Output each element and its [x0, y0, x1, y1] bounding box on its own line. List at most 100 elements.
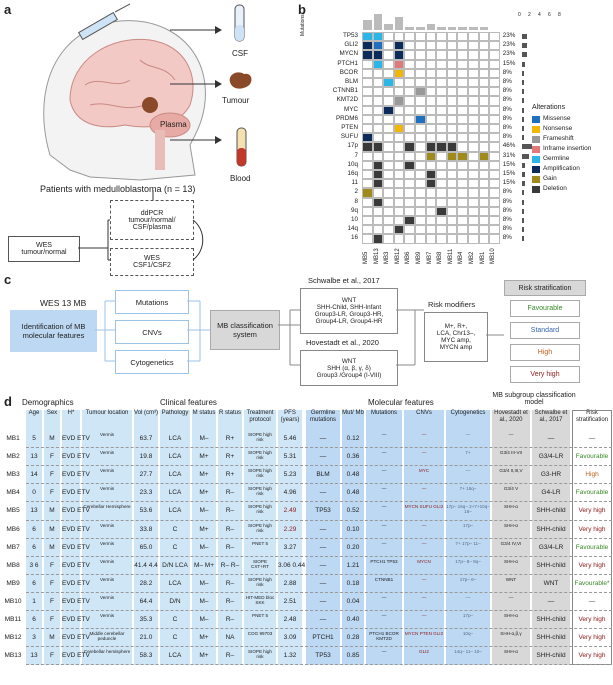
alteration-cell — [362, 41, 373, 51]
grid-cell — [468, 50, 479, 60]
grid-cell — [415, 160, 426, 170]
table-cell: C — [172, 525, 178, 533]
mutation-count-bar — [405, 26, 414, 30]
grid-cell — [436, 160, 447, 170]
table-cell: — — [588, 597, 596, 605]
grid-cell — [372, 206, 384, 216]
column-header: Germline mutations — [309, 410, 336, 423]
grid-cell — [457, 170, 468, 180]
table-cell: SIOPE high risk — [247, 432, 272, 442]
row-divider — [26, 628, 612, 630]
grid-cell — [393, 170, 405, 180]
column-header: Vol (cm³) — [134, 410, 158, 416]
grid-cell — [383, 124, 394, 134]
grid-cell — [383, 50, 394, 60]
grid-cell — [457, 188, 468, 198]
percent-label: 8% — [502, 78, 512, 85]
alteration-cell — [478, 151, 490, 161]
table-cell: — — [421, 576, 427, 582]
table-cell: MYCN — [417, 558, 431, 564]
table-cell: SHH-child — [536, 561, 566, 569]
grid-cell — [415, 124, 426, 134]
percent-label: 8% — [502, 216, 512, 223]
table-cell: LCA — [168, 652, 182, 660]
table-cell: 0.28 — [346, 634, 360, 642]
table-cell: Very high — [578, 616, 606, 623]
table-cell: SIOPE high risk — [247, 450, 272, 461]
table-cell: SHH-child — [536, 525, 566, 533]
table-cell: Very high — [578, 561, 606, 569]
grid-cell — [425, 197, 437, 207]
table-cell: M– — [199, 597, 209, 605]
table-cell: 7+ 17p– 11– — [455, 540, 481, 546]
table-cell: EVD ETV — [62, 597, 90, 605]
grid-cell — [383, 114, 394, 124]
alteration-cell — [372, 160, 384, 170]
cnvs-box: CNVs — [115, 320, 189, 344]
table-cell: 0 — [32, 489, 36, 497]
table-cell: 2.29 — [283, 525, 297, 533]
gene-label: BLM — [345, 78, 358, 85]
grid-cell — [478, 179, 490, 189]
frequency-bar — [521, 181, 526, 187]
table-cell: LCA — [168, 435, 182, 442]
table-cell: EVD ETV — [62, 652, 90, 660]
gene-label: 7 — [354, 151, 358, 159]
sample-label: MB11 — [447, 248, 454, 264]
wes-csf-box: WES CSF1/CSF2 — [110, 248, 194, 276]
table-cell: MYCN PTEN GLI2 — [404, 631, 444, 637]
legend-swatch — [532, 186, 540, 193]
column-header: Mutations — [370, 410, 397, 416]
table-cell: 23.3 — [139, 489, 153, 497]
grid-cell — [446, 32, 458, 42]
percent-label: 8% — [502, 105, 512, 113]
percent-label: 8% — [502, 206, 512, 214]
grid-cell — [446, 114, 458, 124]
grid-cell — [425, 78, 437, 88]
table-cell: PTCH1 TP53 — [370, 558, 398, 564]
grid-cell — [446, 96, 458, 106]
grid-cell — [383, 170, 394, 180]
sample-label: MB10 — [490, 247, 497, 264]
grid-cell — [404, 68, 415, 78]
table-cell: — — [465, 594, 471, 600]
grid-cell — [372, 216, 384, 226]
table-cell: M — [49, 543, 55, 551]
table-cell: SIOPE high risk — [247, 486, 272, 497]
table-cell: M– M+ — [193, 561, 215, 569]
grid-cell — [478, 234, 490, 244]
table-cell: MYC — [418, 468, 430, 474]
grid-cell — [415, 234, 426, 244]
grid-cell — [415, 206, 426, 216]
grid-cell — [425, 59, 437, 69]
table-cell: 53.6 — [139, 507, 153, 515]
table-cell: PTCH1 BCOR KMT2D — [369, 631, 399, 642]
risk-modifiers-title: Risk modifiers — [428, 300, 476, 309]
column-header: PFS (years) — [280, 410, 300, 423]
grid-cell — [478, 87, 490, 97]
grid-cell — [468, 96, 479, 106]
legend-swatch — [532, 166, 540, 173]
table-cell: M — [49, 507, 55, 515]
table-cell: 1 — [32, 597, 36, 605]
table-cell: SHH-α — [504, 613, 518, 618]
row-id: MB13 — [4, 652, 22, 660]
grid-cell — [362, 179, 373, 189]
grid-cell — [446, 41, 458, 51]
grid-cell — [404, 114, 415, 124]
row-divider — [26, 555, 612, 557]
row-id: MB7 — [6, 543, 20, 551]
table-cell: LCA — [168, 471, 182, 479]
gene-label: CTNNB1 — [332, 87, 358, 95]
table-cell: Vermis — [99, 486, 115, 492]
table-cell: — — [421, 450, 427, 456]
plasma-label: Plasma — [160, 120, 187, 129]
grid-cell — [362, 68, 373, 78]
mutation-count-bar — [447, 26, 457, 30]
table-cell: EVD ETV — [62, 489, 90, 497]
table-cell: BLM — [316, 471, 330, 479]
mutation-count-bar — [458, 26, 467, 30]
grid-cell — [404, 32, 415, 42]
grid-cell — [446, 87, 458, 97]
grid-cell — [468, 234, 479, 244]
